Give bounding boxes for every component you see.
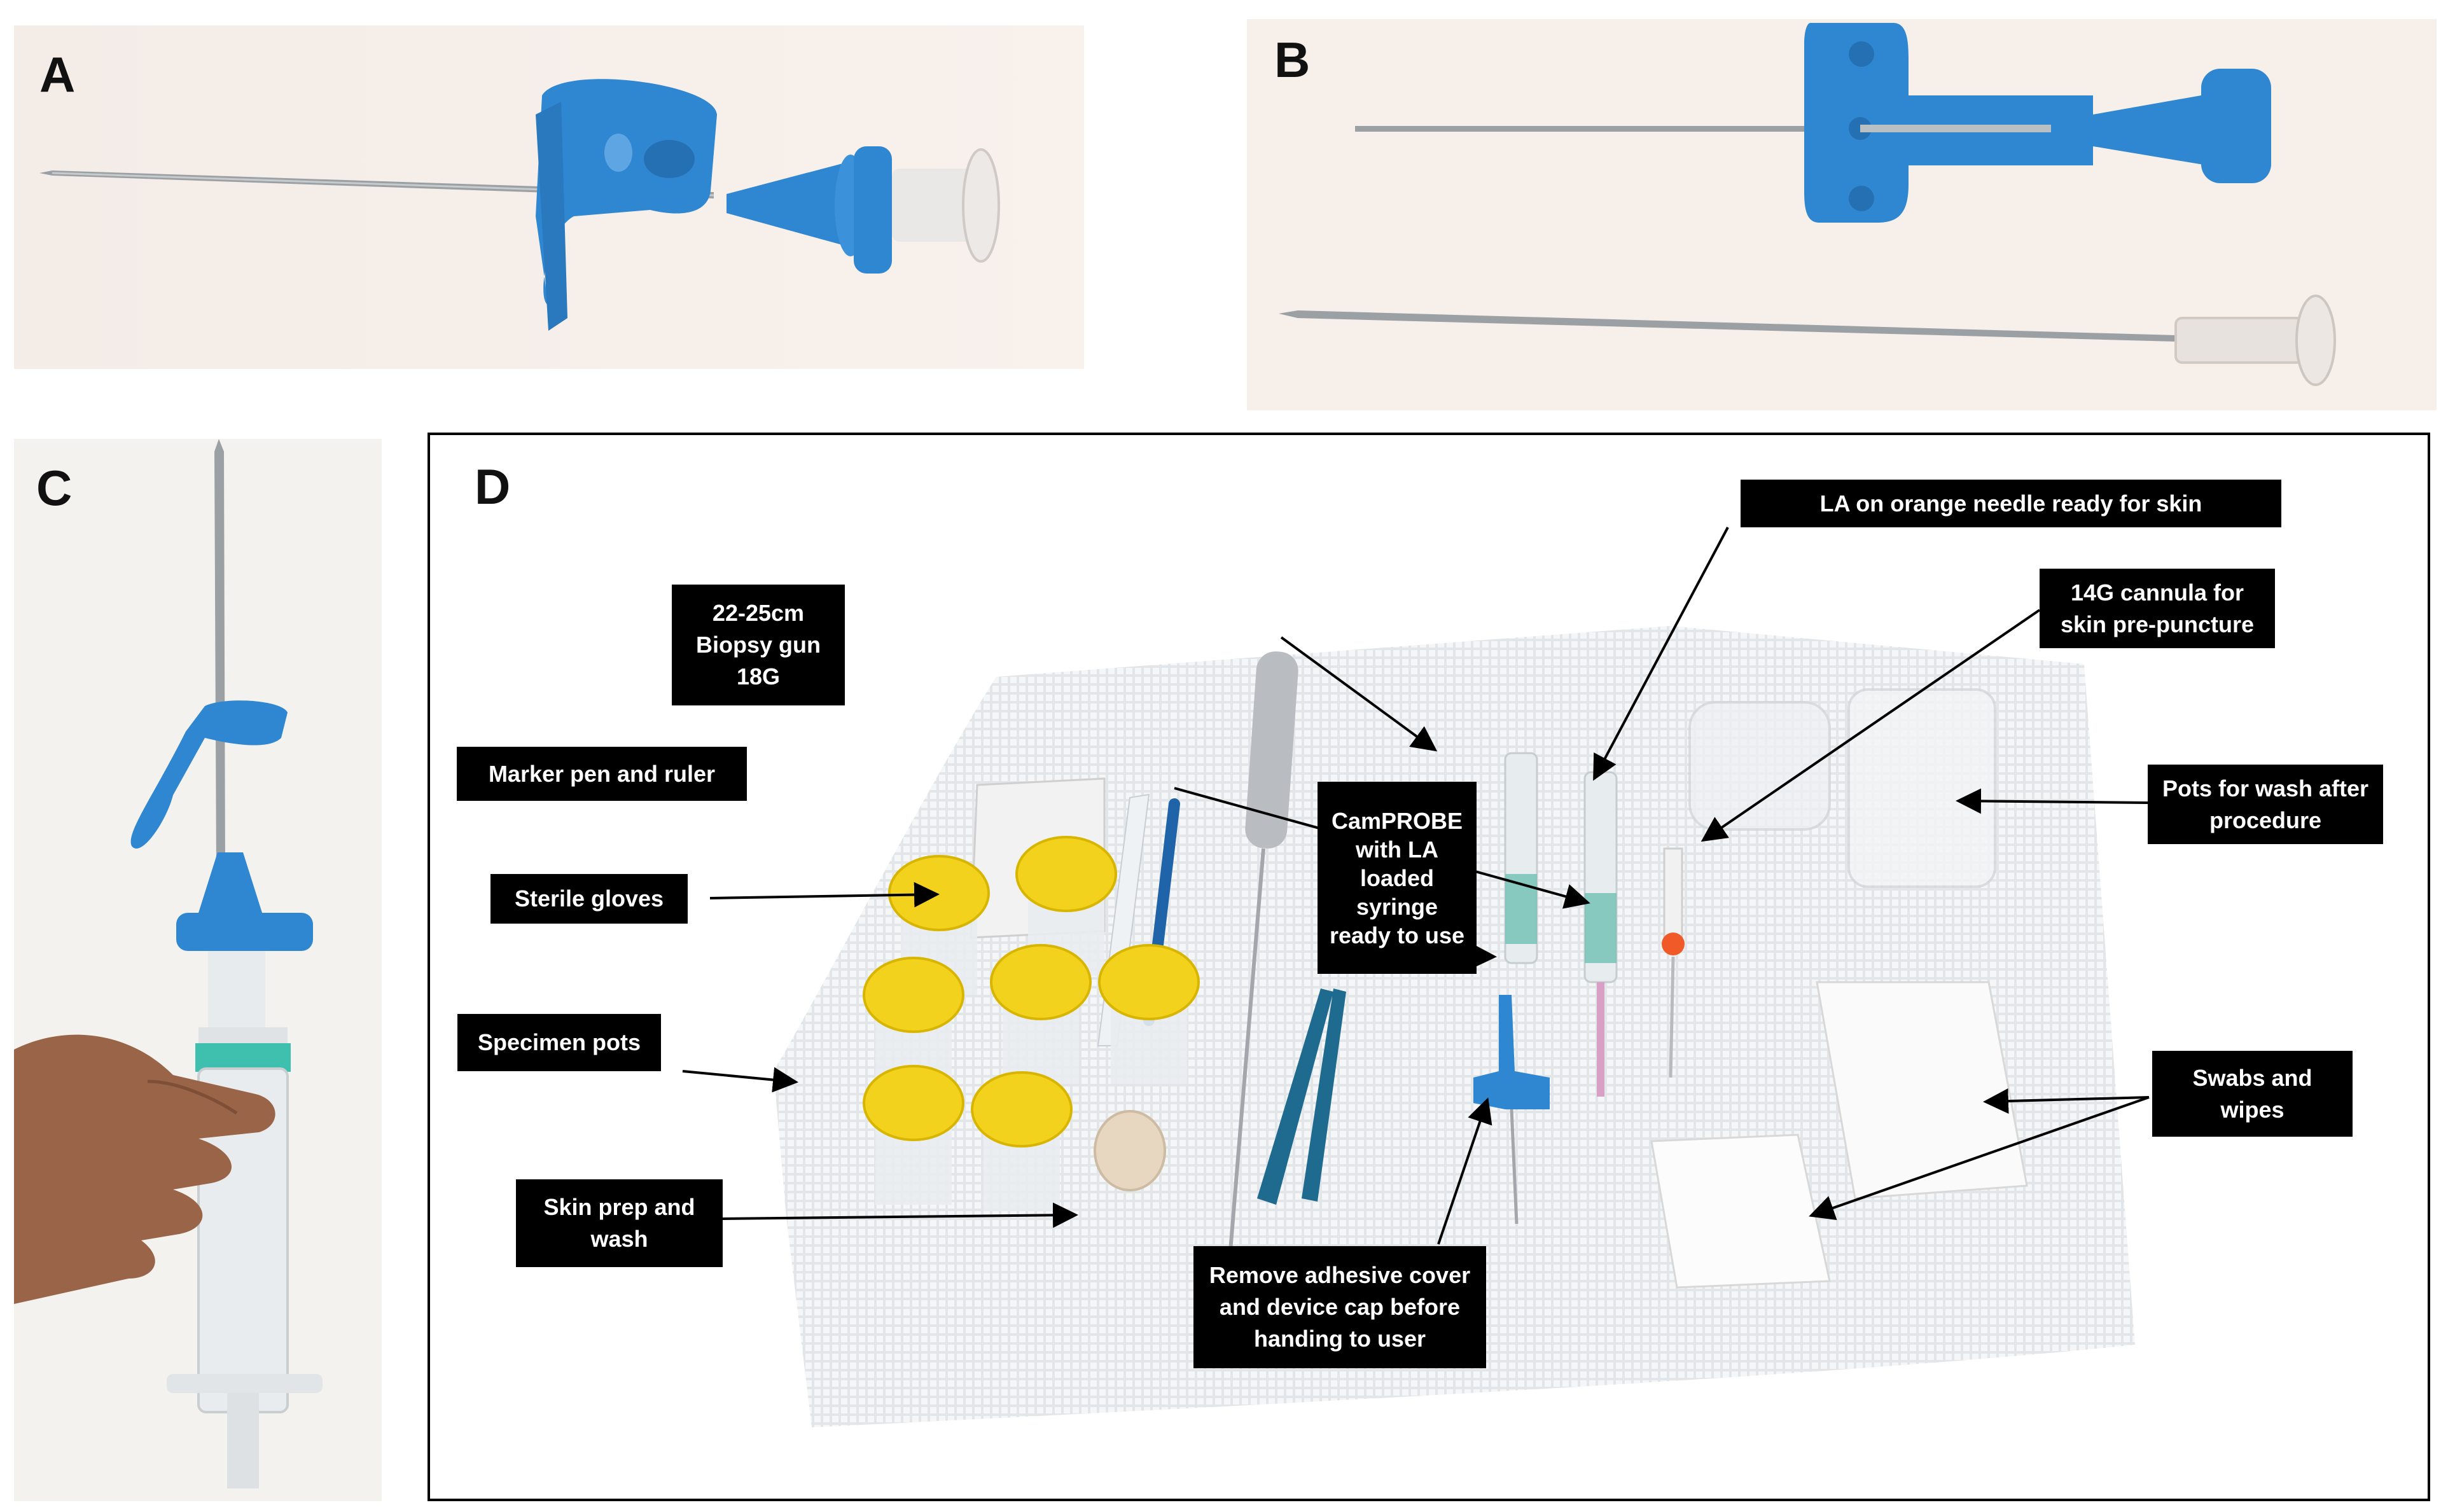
device-assembled-illustration <box>14 25 1084 369</box>
caption-swabs-wipes: Swabs and wipes <box>2152 1051 2353 1137</box>
panel-label-d: D <box>475 459 511 515</box>
procedure-tray-illustration <box>682 527 2150 1427</box>
hand-holding-device-illustration <box>14 439 382 1501</box>
panel-d-photo: D LA on orange needle ready for skin 22-… <box>428 433 2430 1501</box>
caption-pots-for-wash: Pots for wash after procedure <box>2148 765 2383 844</box>
caption-marker-pen-ruler: Marker pen and ruler <box>457 747 747 801</box>
caption-camprobe: CamPROBE with LA loaded syringe ready to… <box>1318 782 1477 974</box>
caption-skin-prep-wash: Skin prep and wash <box>516 1179 723 1267</box>
caption-specimen-pots: Specimen pots <box>457 1014 661 1071</box>
caption-la-orange-needle: LA on orange needle ready for skin <box>1741 480 2281 527</box>
panel-label-a: A <box>39 46 76 102</box>
panel-c-photo: C <box>14 439 382 1501</box>
caption-biopsy-gun: 22-25cm Biopsy gun 18G <box>672 585 845 705</box>
specimen-pots-group <box>863 836 1200 1211</box>
panel-a-photo: A <box>14 25 1084 369</box>
caption-14g-cannula: 14G cannula for skin pre-puncture <box>2040 569 2275 648</box>
panel-b-photo: B <box>1247 19 2437 410</box>
caption-sterile-gloves: Sterile gloves <box>490 874 688 924</box>
panel-label-c: C <box>36 460 73 516</box>
panel-label-b: B <box>1274 32 1311 88</box>
device-disassembled-illustration <box>1247 19 2437 410</box>
caption-remove-adhesive-cover: Remove adhesive cover and device cap bef… <box>1193 1246 1486 1368</box>
